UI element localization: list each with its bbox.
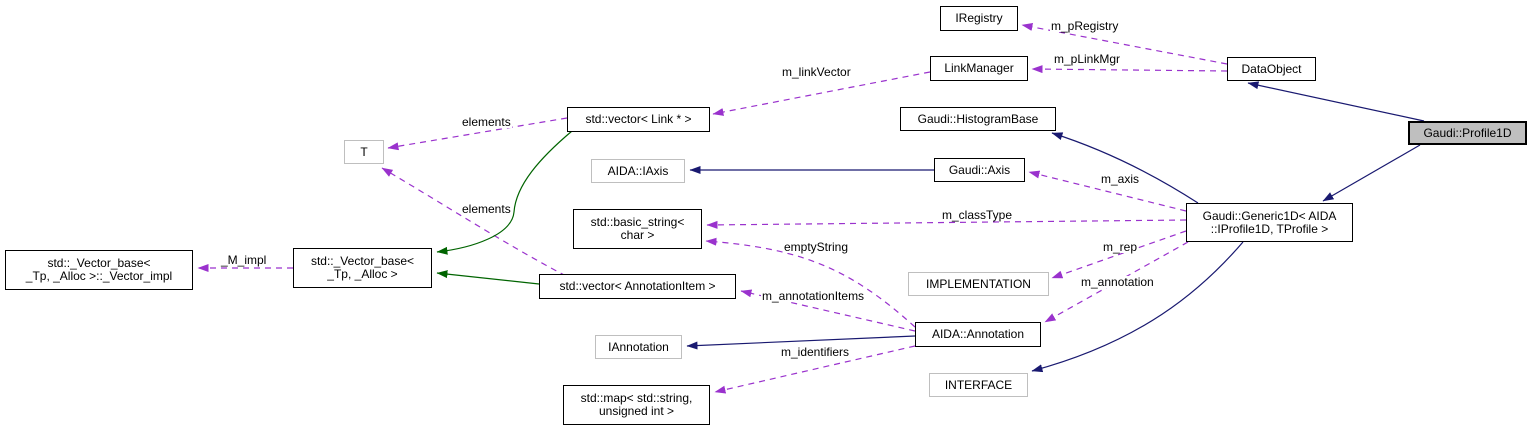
edge-m-axis: [1028, 170, 1187, 212]
node-linkmanager[interactable]: LinkManager: [930, 56, 1028, 81]
node-gaudi-generic1d[interactable]: Gaudi::Generic1D< AIDA ::IProfile1D, TPr…: [1186, 203, 1353, 242]
node-aida-iaxis: AIDA::IAxis: [591, 159, 685, 183]
edge-label-m-axis: m_axis: [1100, 172, 1141, 186]
node-dataobject[interactable]: DataObject: [1227, 57, 1316, 81]
edge-label-m-rep: m_rep: [1102, 240, 1139, 254]
node-std-basic-string[interactable]: std::basic_string< char >: [573, 209, 702, 249]
edge-generic1d-interface: [1031, 241, 1244, 373]
node-std-map[interactable]: std::map< std::string, unsigned int >: [563, 385, 710, 425]
node-std-vector-annotationitem[interactable]: std::vector< AnnotationItem >: [539, 274, 736, 299]
edge-m-plinkmgr: [1031, 65, 1228, 74]
edge-m-linkvector: [712, 71, 931, 116]
edge-elements-annitem: [381, 167, 567, 277]
node-iannotation: IAnnotation: [595, 335, 682, 359]
node-implementation: IMPLEMENTATION: [908, 272, 1049, 296]
edge-label-m-plinkmgr: m_pLinkMgr: [1053, 52, 1122, 66]
node-std-vector-base[interactable]: std::_Vector_base< _Tp, _Alloc >: [293, 248, 432, 288]
edge-m-classtype: [706, 219, 1187, 229]
edge-annotation-iannotation: [686, 335, 916, 350]
edge-generic1d-histogrambase: [1051, 132, 1199, 204]
edge-label-m-classtype: m_classType: [941, 208, 1014, 222]
edge-label-elements-1: elements: [461, 115, 512, 129]
edge-label-m-annotation: m_annotation: [1080, 275, 1155, 289]
edge-label-m-pregistry: m_pRegistry: [1050, 19, 1120, 33]
node-gaudi-profile1d: Gaudi::Profile1D: [1408, 121, 1527, 145]
edge-profile1d-dataobject: [1247, 81, 1425, 122]
node-t: T: [344, 140, 384, 164]
edge-label-elements-2: elements: [461, 202, 512, 216]
node-std-vector-base-vector-impl[interactable]: std::_Vector_base< _Tp, _Alloc >::_Vecto…: [5, 250, 193, 290]
node-aida-annotation[interactable]: AIDA::Annotation: [915, 322, 1041, 347]
edge-profile1d-generic1d: [1322, 144, 1421, 202]
edge-elements-link: [387, 117, 568, 151]
node-gaudi-histogrambase[interactable]: Gaudi::HistogramBase: [900, 107, 1056, 131]
node-gaudi-axis[interactable]: Gaudi::Axis: [934, 158, 1025, 182]
edge-vectorannitem-vectorbase: [436, 270, 540, 285]
edge-label-m-impl: _M_impl: [220, 253, 268, 267]
edge-emptystring: [705, 237, 916, 328]
edge-m-rep: [1051, 230, 1187, 279]
node-std-vector-link[interactable]: std::vector< Link * >: [567, 107, 710, 132]
node-iregistry[interactable]: IRegistry: [940, 6, 1018, 31]
edge-label-m-identifiers: m_identifiers: [780, 345, 851, 359]
edge-m-pregistry: [1021, 23, 1228, 65]
edge-label-m-linkvector: m_linkVector: [781, 65, 852, 79]
edge-vectorlink-vectorbase: [436, 130, 573, 255]
edge-label-emptystring: emptyString: [783, 240, 850, 254]
edge-m-identifiers: [714, 345, 916, 394]
node-interface: INTERFACE: [929, 373, 1028, 397]
edge-label-m-annotationitems: m_annotationItems: [761, 289, 866, 303]
